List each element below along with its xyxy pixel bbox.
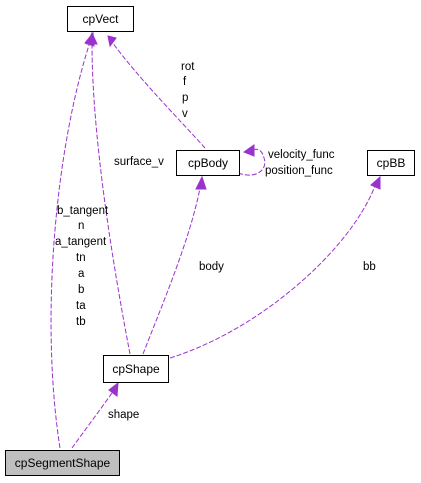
- arrowhead: [84, 31, 95, 47]
- node-label: cpSegmentShape: [15, 456, 111, 470]
- edge-label: position_func: [265, 165, 333, 177]
- edge-label: b_tangent: [57, 205, 109, 217]
- edge-label-shape: shape: [108, 409, 139, 421]
- edge-segment-to-shape: [71, 381, 119, 449]
- arrowhead: [370, 175, 381, 190]
- edge-shape-to-vect: [86, 31, 131, 355]
- node-cpvect[interactable]: cpVect: [67, 6, 134, 32]
- labels-body-to-vect: rot f p v: [181, 61, 195, 120]
- edge-body-self: [237, 144, 266, 176]
- edge-label: f: [183, 76, 187, 88]
- edge-label: n: [78, 220, 84, 232]
- arrowhead: [108, 381, 119, 397]
- arrowhead: [195, 175, 207, 190]
- node-cpsegmentshape[interactable]: cpSegmentShape: [5, 450, 120, 476]
- edge-label: v: [182, 108, 188, 120]
- node-label: cpBody: [188, 156, 228, 170]
- edge-label: b: [78, 284, 84, 296]
- edge-label: a: [78, 268, 85, 280]
- node-cpshape[interactable]: cpShape: [103, 355, 169, 383]
- node-label: cpShape: [112, 362, 160, 376]
- node-cpbody[interactable]: cpBody: [176, 150, 240, 176]
- edge-label: a_tangent: [55, 236, 107, 248]
- edge-label-body: body: [199, 261, 224, 273]
- edge-label: velocity_func: [268, 149, 335, 161]
- arrowhead: [242, 144, 255, 157]
- edge-label: p: [182, 92, 188, 104]
- edge-label: tn: [76, 252, 86, 264]
- edge-segment-to-vect: [50, 31, 95, 449]
- edge-label: rot: [181, 61, 195, 73]
- edge-label-bb: bb: [363, 261, 376, 273]
- node-label: cpVect: [82, 12, 119, 26]
- labels-body-self: velocity_func position_func: [265, 149, 335, 177]
- arrowhead: [107, 35, 117, 48]
- node-label: cpBB: [377, 156, 406, 170]
- edge-label: tb: [76, 316, 86, 328]
- node-cpbb[interactable]: cpBB: [367, 150, 415, 176]
- edge-label: ta: [76, 300, 86, 312]
- edge-shape-to-bb: [169, 175, 381, 359]
- labels-segment-to-vect: b_tangent n a_tangent tn a b ta tb: [55, 205, 109, 328]
- edge-label-surface-v: surface_v: [114, 156, 164, 168]
- edge-body-to-vect: [107, 35, 206, 149]
- edge-shape-to-body: [142, 175, 207, 355]
